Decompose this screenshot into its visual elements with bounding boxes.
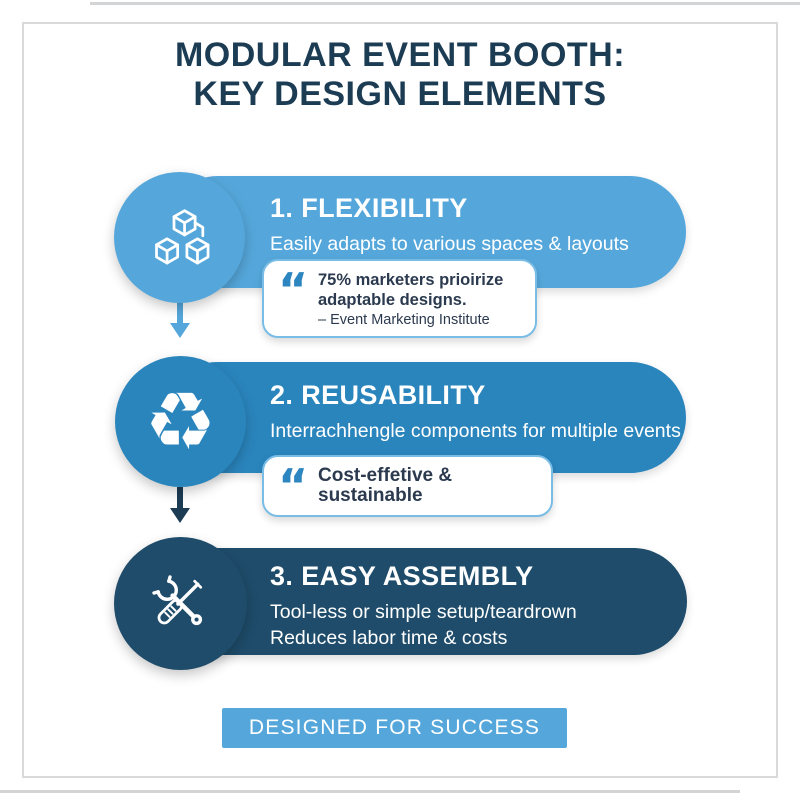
top-edge-line: [90, 2, 800, 5]
quote-line: 75% marketers prioirize: [318, 271, 504, 289]
section-3-pill: [162, 548, 687, 655]
page-title: MODULAR EVENT BOOTH: KEY DESIGN ELEMENTS: [0, 36, 800, 114]
quote-attribution: – Event Marketing Institute: [318, 312, 490, 328]
section-2-text: 2. REUSABILITY Interrachhengle component…: [270, 380, 681, 444]
bottom-edge-line: [0, 790, 740, 793]
banner-label: DESIGNED FOR SUCCESS: [248, 716, 541, 739]
quote-icon: “: [278, 459, 309, 513]
section-2-pill: [162, 362, 686, 473]
quote-line: Cost-effetive & sustainable: [318, 465, 453, 506]
section-1-heading: 1. FLEXIBILITY: [270, 193, 468, 223]
cubes-icon: [142, 200, 218, 276]
section-2-circle: ♻: [115, 356, 246, 487]
section-3-subtitle-line2: Reduces labor time & costs: [270, 627, 508, 649]
designed-for-success-banner: DESIGNED FOR SUCCESS: [222, 708, 567, 748]
section-1-quote-card: “ 75% marketers prioirize adaptable desi…: [262, 259, 537, 338]
page-title-line2: KEY DESIGN ELEMENTS: [193, 75, 607, 113]
arrow-down-icon: [170, 487, 190, 523]
section-2-quote-card: “ Cost-effetive & sustainable: [262, 455, 553, 517]
recycle-icon: ♻: [144, 374, 217, 468]
tools-icon: [143, 566, 219, 642]
section-3-text: 3. EASY ASSEMBLY Tool-less or simple set…: [270, 561, 577, 651]
section-3-circle: [114, 537, 247, 670]
page-title-line1: MODULAR EVENT BOOTH:: [174, 36, 626, 74]
section-3-subtitle-line1: Tool-less or simple setup/teardrown: [270, 601, 577, 623]
section-2-heading: 2. REUSABILITY: [270, 380, 486, 410]
section-3-heading: 3. EASY ASSEMBLY: [270, 561, 534, 591]
section-1-subtitle: Easily adapts to various spaces & layout…: [270, 233, 629, 255]
section-1-circle: [114, 172, 245, 303]
quote-line: adaptable designs.: [318, 291, 467, 309]
section-1-text: 1. FLEXIBILITY Easily adapts to various …: [270, 193, 629, 257]
section-2-subtitle: Interrachhengle components for multiple …: [270, 420, 681, 442]
arrow-down-icon: [170, 302, 190, 338]
quote-icon: “: [278, 263, 309, 317]
